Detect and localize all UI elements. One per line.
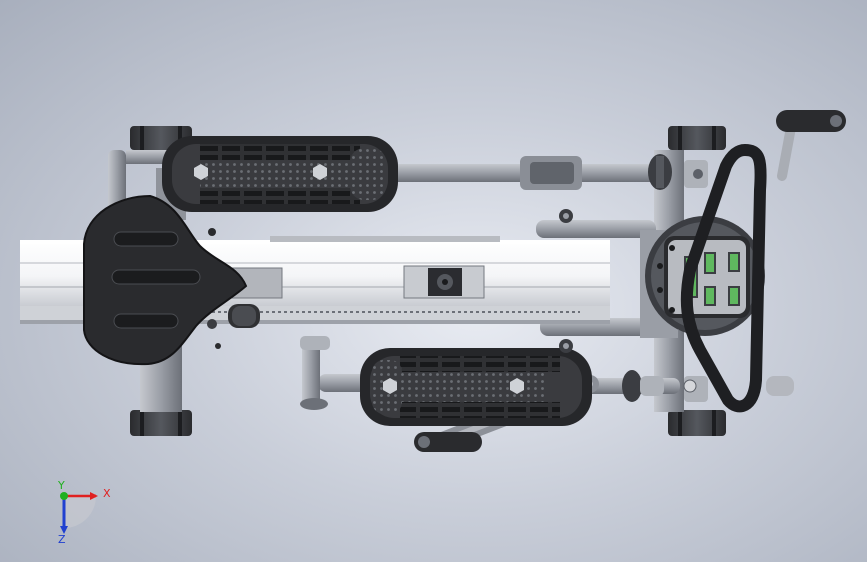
left-pedal[interactable] — [162, 136, 398, 212]
fasteners — [207, 228, 573, 353]
z-axis-label: Z — [58, 533, 66, 546]
rear-wheel-bottom — [130, 410, 192, 436]
upper-link-arm — [390, 154, 672, 238]
y-axis-label: Y — [57, 479, 65, 492]
front-wheel-bottom — [668, 410, 726, 436]
front-wheel-top — [668, 126, 726, 150]
x-axis-label: X — [103, 487, 111, 500]
console-display-mid — [704, 252, 716, 306]
rail-carriage — [228, 265, 485, 328]
right-pedal[interactable] — [360, 348, 592, 426]
crank-handle-top[interactable] — [776, 110, 846, 181]
handlebar[interactable] — [680, 144, 794, 413]
coordinate-triad: X Y Z — [57, 479, 111, 546]
seat[interactable] — [83, 194, 248, 366]
console-display-right — [728, 252, 740, 306]
